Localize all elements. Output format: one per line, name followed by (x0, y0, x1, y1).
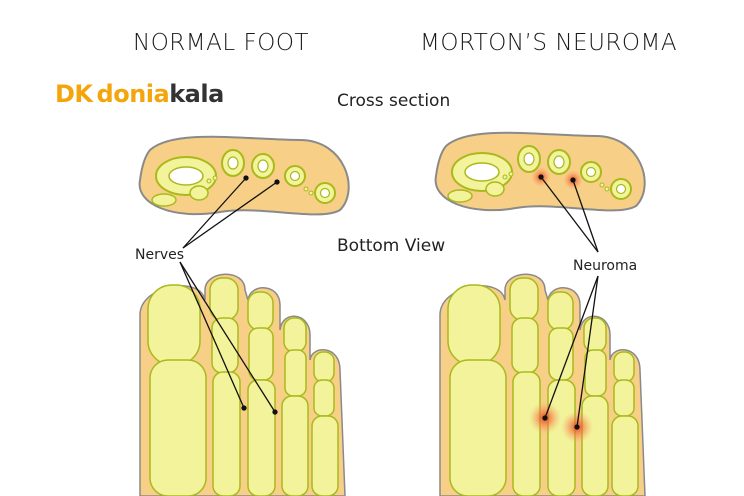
bottom-view-label: Bottom View (337, 236, 446, 256)
neuroma-label: Neuroma (573, 258, 638, 274)
logo-mark: DK (55, 80, 93, 108)
cross-section-label: Cross section (337, 91, 451, 111)
nerves-label: Nerves (135, 247, 185, 263)
neuroma-pointer-lines (538, 174, 599, 430)
logo-text-2: kala (169, 80, 224, 108)
logo-text-1: donia (96, 80, 170, 108)
mortons-neuroma-title: MORTON’S NEUROMA (420, 30, 678, 56)
neuroma-foot-bottom-view (439, 273, 646, 496)
nerve-pointer-lines (179, 175, 280, 415)
normal-cross-section (138, 135, 350, 216)
normal-foot-bottom-view (139, 273, 346, 496)
normal-foot-title: NORMAL FOOT (133, 30, 309, 56)
